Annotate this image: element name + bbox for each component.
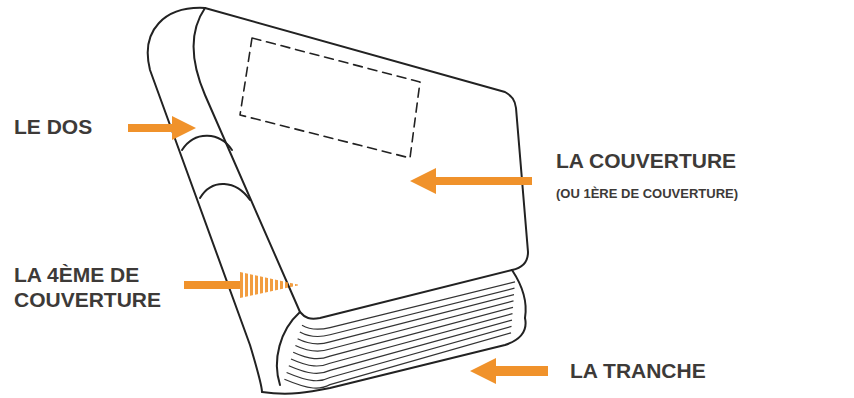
page-line [298,295,514,344]
arrow [128,116,196,140]
page-line [289,320,512,373]
part-label: LA COUVERTURE [556,148,736,173]
page-block-end [512,270,526,318]
cover-outline [205,8,528,270]
spine-band [200,184,250,200]
part-label: LA 4ÈME DE COUVERTURE [14,262,194,312]
orange-arrows [128,116,548,384]
book-drawing [148,8,528,394]
spine-outline [148,8,262,392]
part-label: LA TRANCHE [570,358,706,383]
cover-outline [300,270,512,319]
part-note: (OU 1ÈRE DE COUVERTURE) [556,186,738,202]
page-line [295,301,513,351]
spine-fold [194,8,300,312]
arrow-hatched-head [240,272,300,298]
spine-band [182,136,232,150]
page-block-curve [277,312,300,385]
arrow [410,168,532,194]
title-panel [240,38,420,158]
page-line [291,314,513,366]
part-label: LE DOS [14,114,92,139]
page-line [293,307,513,358]
arrow [184,281,240,289]
page-line [284,333,511,388]
arrow [470,358,548,384]
